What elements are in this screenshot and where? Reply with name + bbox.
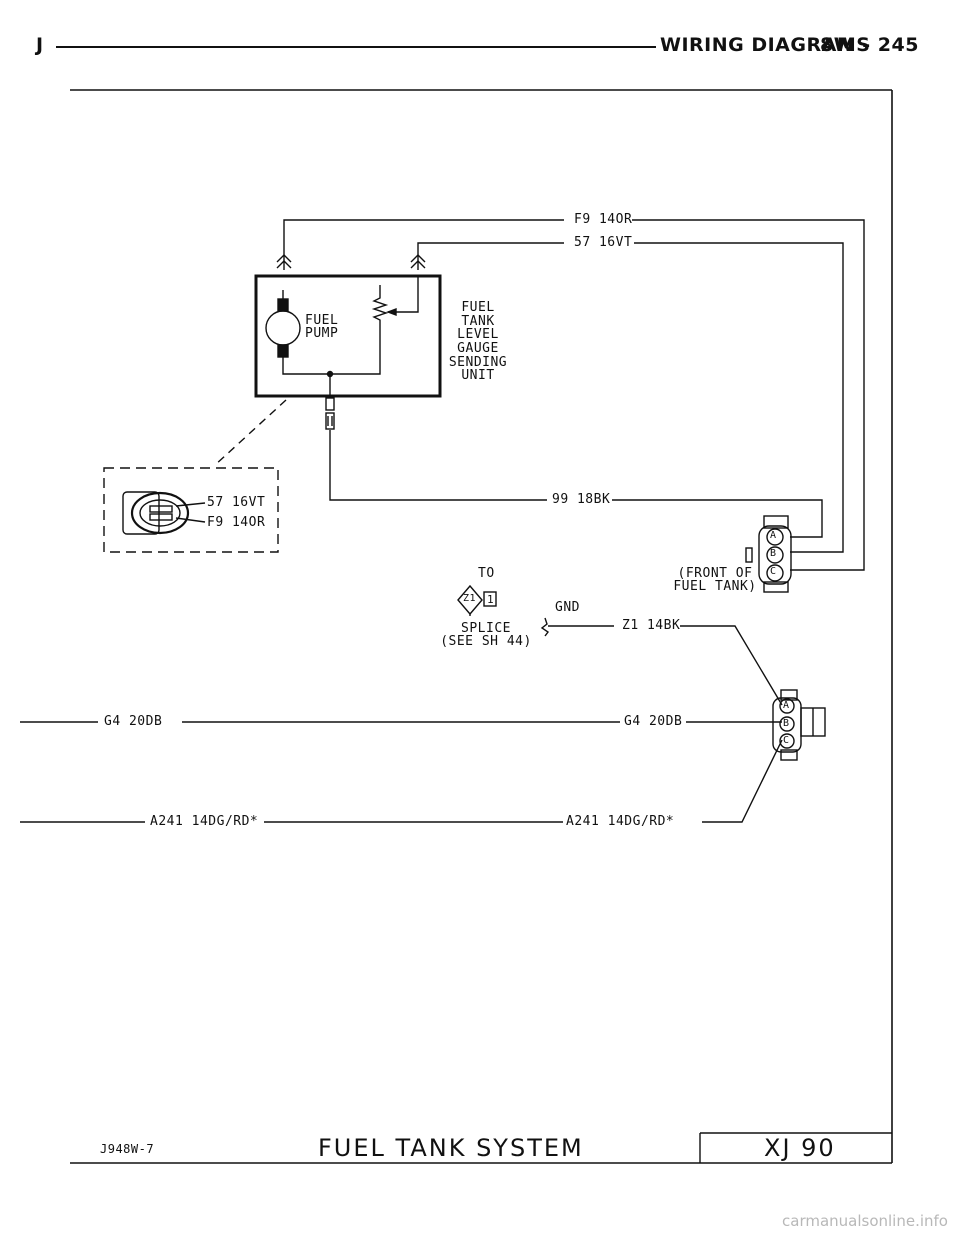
wire-label-g4-right: G4 20DB [624,714,683,729]
detail-pin-f9-14or: F9 14OR [207,515,266,530]
page-number: 8W - 245 [820,34,919,56]
splice-pin: 1 [487,593,495,606]
tank-pin-a: A [770,530,777,541]
header-letter: J [36,34,44,56]
lower-pin-a: A [783,700,790,711]
model-code: XJ 90 [764,1134,836,1162]
front-of-tank-label: (FRONT OF FUEL TANK) [673,566,757,594]
wire-label-g4-left: G4 20DB [104,714,163,729]
watermark: carmanualsonline.info [782,1212,948,1230]
section-title: WIRING DIAGRAMS [660,34,871,56]
wire-label-f9-14or: F9 14OR [574,212,633,227]
tank-pin-b: B [770,548,777,559]
splice-to-label: TO [478,566,495,581]
splice-note: SPLICE (SEE SH 44) [440,621,532,649]
fuel-pump-label: FUEL PUMP [305,313,339,341]
wire-label-z1-14bk: Z1 14BK [622,618,681,633]
detail-pin-57-16vt: 57 16VT [207,495,266,510]
tank-pin-c: C [770,566,777,577]
diagram-title: FUEL TANK SYSTEM [318,1134,584,1162]
lower-pin-b: B [783,718,790,729]
ground-label: GND [555,600,580,615]
sending-unit-label: FUEL TANK LEVEL GAUGE SENDING UNIT [448,300,508,384]
wire-label-a241-left: A241 14DG/RD* [150,814,259,829]
wire-label-99-18bk: 99 18BK [552,492,611,507]
lower-pin-c: C [783,735,790,746]
drawing-code: J948W-7 [100,1142,155,1156]
wire-label-57-16vt: 57 16VT [574,235,633,250]
splice-code: Z1 [463,593,477,604]
wire-label-a241-right: A241 14DG/RD* [566,814,675,829]
